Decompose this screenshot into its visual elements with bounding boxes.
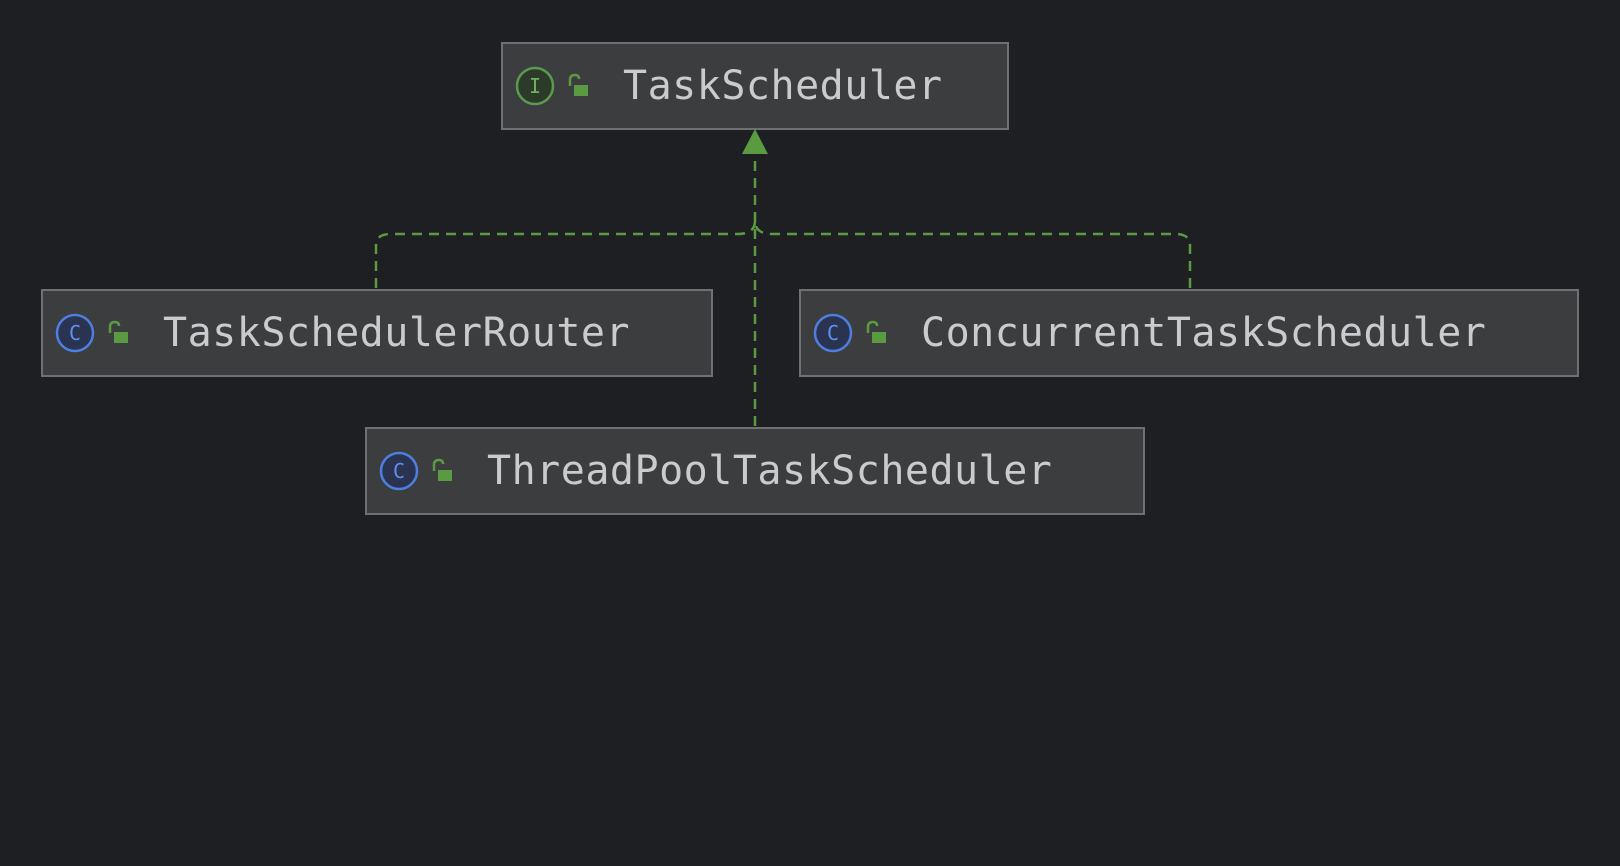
implements-arrowhead bbox=[742, 129, 768, 154]
node-label: TaskScheduler bbox=[623, 63, 943, 109]
svg-text:C: C bbox=[827, 321, 839, 345]
node-label: ConcurrentTaskScheduler bbox=[921, 310, 1487, 356]
node-task-scheduler[interactable]: I TaskScheduler bbox=[501, 42, 1009, 130]
node-label: ThreadPoolTaskScheduler bbox=[487, 448, 1053, 494]
interface-icon: I bbox=[515, 66, 555, 106]
public-lock-icon bbox=[866, 320, 886, 343]
class-icon: C bbox=[813, 313, 853, 353]
edge-router-to-taskscheduler bbox=[374, 221, 757, 288]
edge-concurrent-to-taskscheduler bbox=[753, 221, 1192, 288]
svg-text:C: C bbox=[69, 321, 81, 345]
class-icon: C bbox=[379, 451, 419, 491]
class-icon: C bbox=[55, 313, 95, 353]
public-lock-icon bbox=[432, 458, 452, 481]
svg-text:I: I bbox=[529, 74, 541, 98]
node-label: TaskSchedulerRouter bbox=[163, 310, 631, 356]
node-concurrent-task-scheduler[interactable]: C ConcurrentTaskScheduler bbox=[799, 289, 1579, 377]
node-task-scheduler-router[interactable]: C TaskSchedulerRouter bbox=[41, 289, 713, 377]
node-thread-pool-task-scheduler[interactable]: C ThreadPoolTaskScheduler bbox=[365, 427, 1145, 515]
svg-text:C: C bbox=[393, 459, 405, 483]
public-lock-icon bbox=[108, 320, 128, 343]
public-lock-icon bbox=[568, 73, 588, 96]
